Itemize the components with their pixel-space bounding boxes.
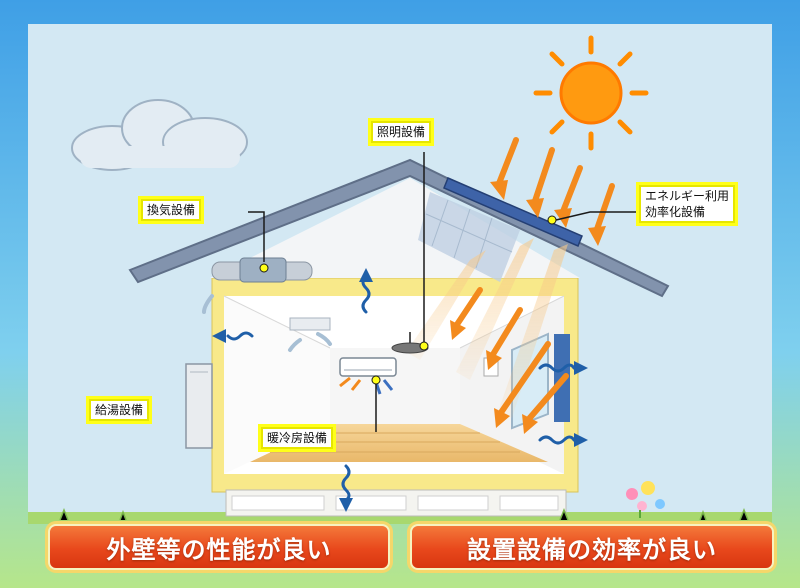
energy-efficiency-label: エネルギー利用 効率化設備 — [636, 182, 739, 226]
label-leader-lines — [248, 152, 636, 432]
cloud-icon — [71, 99, 248, 171]
flower-icon — [626, 481, 665, 518]
water-heater-icon — [185, 363, 213, 449]
hot-water-label: 給湯設備 — [86, 396, 153, 424]
ventilation-label: 換気設備 — [138, 196, 205, 224]
sun-icon — [533, 35, 649, 151]
heat-loss-arrows — [212, 268, 588, 512]
left-banner: 外壁等の性能が良い — [48, 524, 390, 570]
lighting-label: 照明設備 — [368, 118, 435, 146]
roof — [128, 158, 670, 298]
ground — [28, 512, 772, 524]
right-banner: 設置設備の効率が良い — [410, 524, 774, 570]
air-conditioning-label: 暖冷房設備 — [258, 424, 337, 452]
air-conditioner-icon — [339, 357, 397, 377]
ceiling-light-icon — [391, 332, 429, 354]
